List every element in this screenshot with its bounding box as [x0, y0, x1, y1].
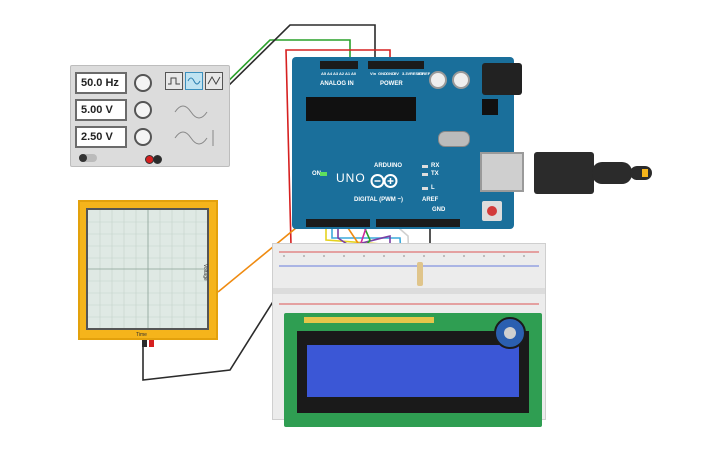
power-pin-label: GND — [386, 71, 395, 76]
usb-cable-plug[interactable] — [534, 152, 594, 194]
usb-cable[interactable] — [592, 162, 632, 184]
usb-plug-icon — [642, 169, 648, 177]
l-led — [422, 187, 428, 190]
lcd-pin-header[interactable] — [304, 317, 434, 323]
analog-pin-label: A1 — [345, 71, 351, 76]
gnd-label: GND — [432, 207, 446, 213]
oscilloscope-screen — [86, 208, 209, 330]
arduino-brand: ARDUINO — [374, 163, 402, 169]
probe-positive[interactable] — [149, 340, 154, 347]
power-pin-label: IOREF — [418, 71, 431, 76]
rx-led — [422, 165, 428, 168]
analog-header[interactable] — [320, 61, 358, 69]
square-wave-button[interactable] — [165, 72, 183, 90]
power-pin-label: GND — [378, 71, 387, 76]
resistor[interactable] — [417, 262, 423, 286]
voltage-regulator — [482, 99, 498, 115]
oscilloscope-grid — [88, 210, 207, 328]
probe-negative[interactable] — [142, 340, 147, 347]
amplitude-display[interactable]: 5.00 V — [75, 99, 127, 121]
sine-wave-icon — [187, 77, 201, 85]
time-axis-label: Time — [136, 332, 147, 338]
crystal-oscillator — [438, 131, 470, 147]
breadboard-holes — [273, 251, 545, 305]
lcd-bezel — [297, 331, 529, 413]
offset-display[interactable]: 2.50 V — [75, 126, 127, 148]
power-label: POWER — [380, 81, 403, 87]
analog-pin-label: A3 — [333, 71, 339, 76]
digital-header-low[interactable] — [306, 219, 370, 227]
capacitor-2 — [452, 71, 470, 89]
square-wave-icon — [168, 77, 180, 85]
digital-header-high[interactable] — [376, 219, 460, 227]
power-pin-label: 5V — [394, 71, 399, 76]
lcd-display-module[interactable] — [284, 313, 542, 427]
reset-button[interactable] — [482, 201, 502, 221]
power-led — [320, 172, 327, 176]
waveform-diagram — [174, 105, 214, 146]
arduino-logo — [370, 173, 398, 189]
function-generator[interactable]: 50.0 Hz 5.00 V 2.50 V — [70, 65, 230, 167]
voltage-axis-label: Voltage — [202, 264, 208, 281]
oscilloscope[interactable]: Time Voltage — [78, 200, 218, 347]
frequency-knob[interactable] — [134, 74, 152, 92]
microcontroller-chip — [306, 97, 416, 121]
lcd-screen — [307, 345, 519, 397]
rx-label: RX — [431, 163, 440, 169]
power-pin-label: Vin — [370, 71, 377, 76]
on-label: ON — [312, 171, 321, 177]
tx-label: TX — [431, 171, 439, 177]
l-label: L — [431, 185, 435, 191]
analog-pin-label: A5 — [321, 71, 327, 76]
offset-knob[interactable] — [134, 128, 152, 146]
board-model: UNO — [336, 171, 366, 185]
usb-cable-end[interactable] — [630, 166, 652, 180]
analog-pin-label: A2 — [339, 71, 345, 76]
tx-led — [422, 173, 428, 176]
sine-wave-button[interactable] — [185, 72, 203, 90]
analog-in-label: ANALOG IN — [320, 81, 354, 87]
capacitor-1 — [429, 71, 447, 89]
dc-power-jack[interactable] — [482, 63, 522, 95]
power-switch[interactable] — [79, 154, 97, 162]
amplitude-knob[interactable] — [134, 101, 152, 119]
usb-port[interactable] — [480, 152, 524, 192]
power-pin-label: 3.3V — [402, 71, 411, 76]
analog-pin-label: A0 — [351, 71, 357, 76]
power-header[interactable] — [368, 61, 424, 69]
triangle-wave-icon — [207, 75, 221, 86]
digital-label: DIGITAL (PWM ~) — [354, 197, 403, 203]
negative-terminal[interactable] — [153, 155, 162, 164]
frequency-display[interactable]: 50.0 Hz — [75, 72, 127, 94]
power-pin-label: RESET — [410, 71, 424, 76]
aref-label: AREF — [422, 197, 439, 203]
analog-pin-label: A4 — [327, 71, 333, 76]
contrast-potentiometer[interactable] — [494, 317, 526, 349]
triangle-wave-button[interactable] — [205, 72, 223, 90]
arduino-uno-board[interactable]: ANALOG IN POWER ARDUINO UNO RX TX L ON D… — [292, 57, 524, 229]
